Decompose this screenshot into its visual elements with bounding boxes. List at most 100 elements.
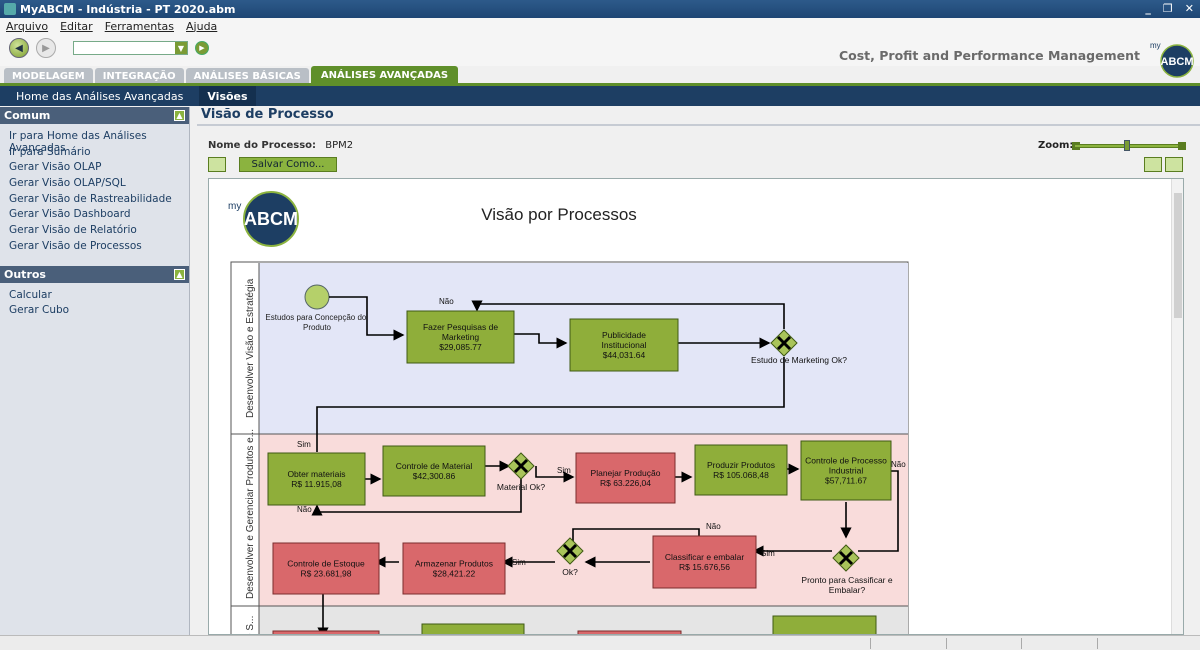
module-tabs: MODELAGEM INTEGRAÇÃO ANÁLISES BÁSICAS AN… (0, 66, 1200, 84)
svg-text:Estudos para Concepção do: Estudos para Concepção do Produto (265, 313, 368, 332)
sidebar-item-olap-sql[interactable]: Gerar Visão OLAP/SQL (9, 177, 126, 190)
gateway-label: Material Ok? (497, 482, 545, 492)
main-panel: Visão de Processo Nome do Processo: BPM2… (197, 107, 1200, 635)
print-icon[interactable] (1165, 157, 1183, 172)
menu-arquivo[interactable]: Arquivo (6, 19, 49, 33)
gateway-g4[interactable]: Ok? (556, 537, 584, 577)
sidebar-item-home-analises[interactable]: Ir para Home das Análises Avançadas (9, 130, 147, 154)
task-name: Controle de Estoque (287, 559, 365, 569)
task-value: $29,085.77 (439, 342, 482, 352)
title-bar: MyABCM - Indústria - PT 2020.abm _ ❐ ✕ (0, 0, 1200, 18)
sidebar-item-calcular[interactable]: Calcular (9, 288, 52, 301)
toolbar: ◀ ▶ ▼ ▶ Cost, Profit and Performance Man… (0, 34, 1200, 78)
task-value: $44,031.64 (603, 350, 646, 360)
start-event-label-1: Estudos para Concepção do (265, 313, 367, 322)
sidebar-list-comum: Ir para Home das Análises Avançadas Ir p… (0, 124, 189, 266)
sidebar-item-sumario[interactable]: Ir para Sumário (9, 145, 91, 158)
sub-navigation: Home das Análises Avançadas Visões (0, 86, 1200, 106)
diagram-canvas: my ABCM Visão por Processos Desenvolver … (208, 178, 1184, 635)
sidebar-item-processos[interactable]: Gerar Visão de Processos (9, 239, 142, 252)
task-partial (272, 630, 380, 634)
gateway-label: Ok? (562, 567, 578, 577)
sidebar-section-outros[interactable]: Outros ▲ (0, 265, 189, 283)
sidebar-section-comum[interactable]: Comum ▲ (0, 107, 189, 124)
task-value: $28,421.22 (433, 569, 476, 579)
task-name: Controle de Material (396, 461, 473, 471)
flow-label-no: Não (297, 505, 312, 514)
go-icon[interactable]: ▶ (195, 41, 209, 55)
subnav-visoes[interactable]: Visões (199, 86, 256, 106)
task-name: Planejar Produção (591, 468, 661, 478)
collapse-icon[interactable]: ▲ (174, 110, 185, 121)
minimize-icon[interactable]: _ (1145, 2, 1151, 15)
task-value: $57,711.67 (825, 476, 867, 486)
brand-logo-text: ABCM (1161, 56, 1194, 68)
task-value: R$ 23.681,98 (300, 569, 351, 579)
menu-ajuda[interactable]: Ajuda (186, 19, 218, 33)
flow-label-no: Não (439, 297, 454, 306)
sidebar-item-relatorio[interactable]: Gerar Visão de Relatório (9, 224, 137, 237)
flow-label-no: Não (706, 522, 721, 531)
task-name: Publicidade (602, 330, 646, 340)
process-name: BPM2 (325, 140, 354, 151)
task-t9[interactable]: Armazenar Produtos$28,421.22 (402, 542, 506, 595)
gateway-g2[interactable]: Material Ok? (497, 452, 545, 492)
sequence-flows (311, 296, 899, 634)
task-name: Classificar e embalar (665, 552, 745, 562)
zoom-slider-thumb[interactable] (1123, 140, 1130, 151)
tab-integracao[interactable]: INTEGRAÇÃO (94, 68, 184, 84)
tab-analises-avancadas[interactable]: ANÁLISES AVANÇADAS (310, 66, 459, 84)
sidebar-item-gerar-cubo[interactable]: Gerar Cubo (9, 304, 70, 317)
collapse-icon[interactable]: ▲ (174, 268, 185, 280)
gateway-label: Pronto para Cassificar e (801, 575, 892, 585)
edit-icon[interactable] (1144, 157, 1162, 172)
forward-icon[interactable]: ▶ (36, 38, 56, 58)
subnav-home[interactable]: Home das Análises Avançadas (16, 89, 184, 103)
task-name: Armazenar Produtos (415, 559, 493, 569)
brand-logo-small: my (1150, 41, 1161, 50)
flow-labels: Não Sim Não Sim Não Sim Não Sim (297, 297, 906, 567)
lane-label-3: e S... (245, 616, 256, 635)
task-t4[interactable]: Controle de Material$42,300.86 (382, 445, 486, 497)
sidebar-item-dashboard[interactable]: Gerar Visão Dashboard (9, 208, 131, 221)
task-name: Controle de Processo (805, 456, 887, 466)
menu-editar[interactable]: Editar (60, 19, 93, 33)
process-name-row: Nome do Processo: BPM2 (208, 140, 353, 151)
task-value: R$ 15.676,56 (679, 562, 730, 572)
close-icon[interactable]: ✕ (1184, 2, 1194, 15)
save-icon[interactable] (208, 157, 226, 172)
tagline: Cost, Profit and Performance Management (838, 48, 1140, 63)
sidebar-item-olap[interactable]: Gerar Visão OLAP (9, 161, 102, 174)
sidebar-item-rastreabilidade[interactable]: Gerar Visão de Rastreabilidade (9, 192, 172, 205)
restore-icon[interactable]: ❐ (1162, 2, 1173, 15)
chevron-down-icon[interactable]: ▼ (175, 42, 187, 54)
start-event-label-2: Produto (303, 323, 332, 332)
gateway-label: Estudo de Marketing Ok? (751, 355, 847, 365)
diagram-title: Visão por Processos (481, 205, 637, 224)
back-icon[interactable]: ◀ (9, 38, 29, 58)
save-as-button[interactable]: Salvar Como... (239, 157, 337, 172)
scrollbar-thumb[interactable] (1174, 193, 1182, 318)
task-value: R$ 105.068,48 (713, 470, 769, 480)
menu-ferramentas[interactable]: Ferramentas (104, 19, 175, 33)
tab-analises-basicas[interactable]: ANÁLISES BÁSICAS (185, 68, 309, 84)
zoom-in-icon[interactable] (1178, 142, 1186, 150)
lane-label-1: Desenvolver Visão e Estratégia (245, 278, 256, 418)
vertical-scrollbar[interactable] (1171, 179, 1183, 634)
menu-bar: Arquivo Editar Ferramentas Ajuda (0, 18, 1200, 34)
navigation-combo[interactable]: ▼ (73, 41, 188, 55)
gateway-g1[interactable]: Estudo de Marketing Ok? (751, 329, 847, 365)
flow-label-yes: Sim (761, 549, 775, 558)
tab-modelagem[interactable]: MODELAGEM (4, 68, 93, 84)
diagram-logo-text: ABCM (244, 209, 298, 229)
flow-label-yes: Sim (297, 440, 311, 449)
